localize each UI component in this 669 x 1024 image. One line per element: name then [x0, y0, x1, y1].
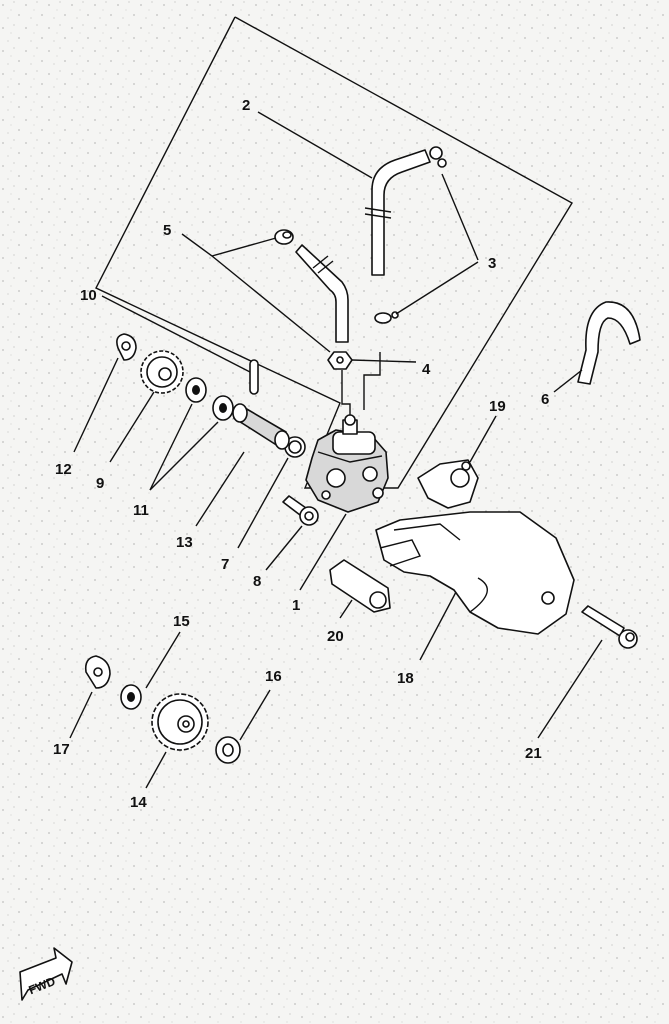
leader-lines — [69, 111, 603, 789]
callout-10: 10 — [80, 287, 97, 304]
callout-2: 2 — [242, 97, 250, 114]
part-17-circlip — [84, 655, 111, 689]
callout-labels: 2 3 4 5 10 6 19 12 9 11 13 7 8 1 20 18 1… — [53, 97, 549, 811]
part-16-washer — [215, 736, 241, 764]
part-13-drive-shaft — [232, 403, 290, 450]
callout-1: 1 — [292, 597, 300, 614]
part-21-bolt — [581, 605, 638, 649]
callout-4: 4 — [422, 361, 431, 378]
part-11-washer-a — [185, 377, 207, 403]
part-15-washer — [120, 684, 142, 710]
callout-7: 7 — [221, 556, 229, 573]
part-19-bracket — [417, 459, 479, 509]
callout-19: 19 — [489, 398, 506, 415]
callout-11: 11 — [133, 502, 149, 519]
part-9-driven-gear — [140, 350, 184, 394]
part-8-screw — [282, 495, 319, 526]
part-12-circlip — [116, 333, 137, 361]
part-4-banjo-nut — [327, 351, 353, 370]
part-5-oil-tube — [295, 244, 349, 343]
assembly-outline — [95, 16, 573, 489]
part-1-oil-pump — [305, 414, 389, 513]
guide-line-a — [341, 370, 351, 420]
part-6-hose-clamp — [577, 301, 641, 385]
callout-21: 21 — [525, 745, 542, 762]
callout-6: 6 — [541, 391, 549, 408]
part-5-tube-clip — [274, 229, 294, 245]
callout-18: 18 — [397, 670, 414, 687]
callout-12: 12 — [55, 461, 72, 478]
callout-20: 20 — [327, 628, 344, 645]
callout-15: 15 — [173, 613, 190, 630]
callout-17: 17 — [53, 741, 70, 758]
callout-9: 9 — [96, 475, 104, 492]
part-18-pump-cover — [375, 511, 575, 635]
callout-13: 13 — [176, 534, 193, 551]
callout-16: 16 — [265, 668, 282, 685]
part-2-oil-hose — [364, 149, 431, 276]
part-11-washer-b — [212, 395, 234, 421]
part-14-drive-gear — [151, 693, 209, 751]
part-3-hose-clip-lower — [374, 311, 399, 324]
part-10-pin — [249, 359, 259, 395]
part-20-guide-plate — [329, 559, 391, 613]
callout-14: 14 — [130, 794, 147, 811]
part-3-hose-clip-upper — [429, 146, 447, 168]
guide-line-b — [363, 352, 381, 410]
callout-5: 5 — [163, 222, 171, 239]
callout-3: 3 — [488, 255, 496, 272]
callout-8: 8 — [253, 573, 261, 590]
